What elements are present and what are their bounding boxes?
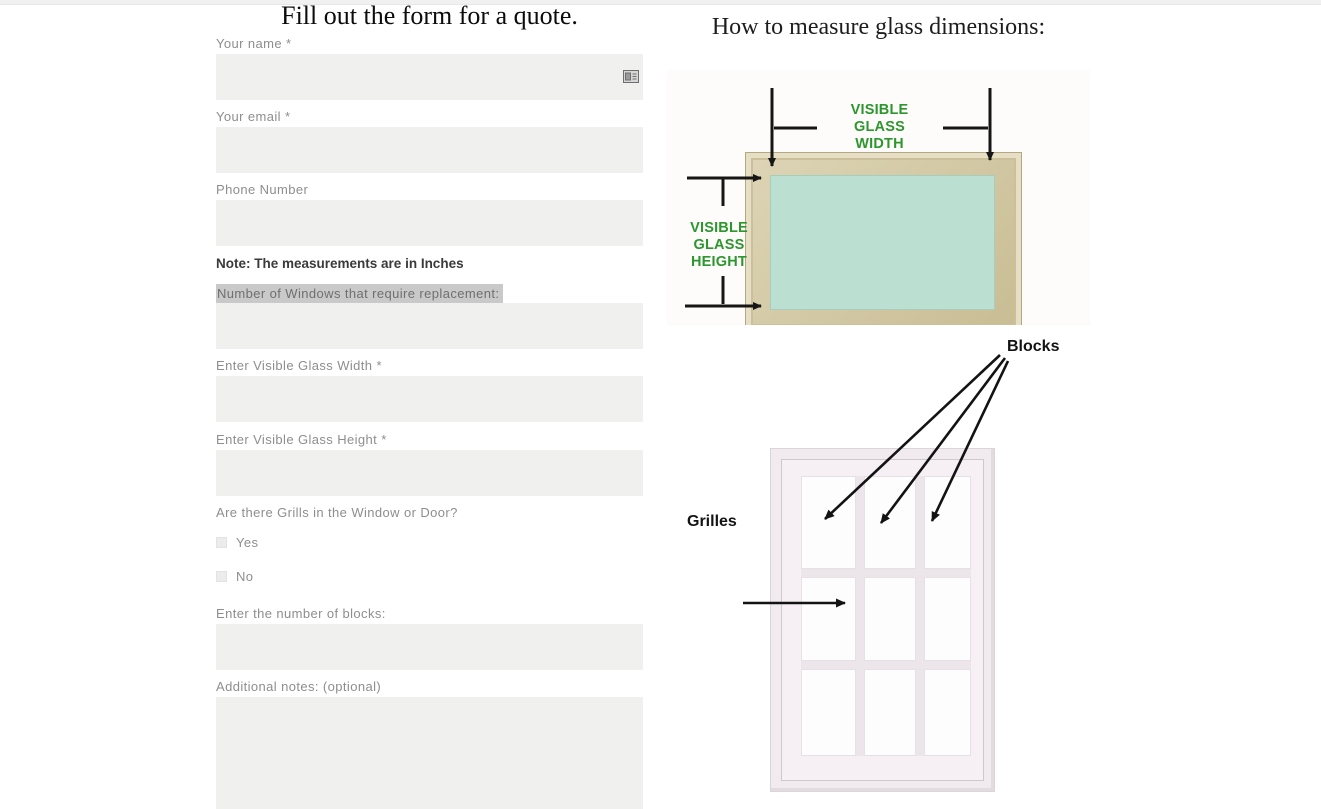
grille-window-frame (770, 448, 995, 792)
window-pane (801, 577, 856, 661)
grills-no-checkbox[interactable] (216, 571, 227, 582)
window-pane (924, 577, 971, 661)
name-input-wrap (216, 54, 643, 100)
grilles-caption: Grilles (687, 513, 737, 530)
glass-height-input[interactable] (216, 450, 643, 496)
page-top-edge (0, 0, 1321, 5)
notes-textarea[interactable] (216, 697, 643, 809)
windows-count-label: Number of Windows that require replaceme… (216, 284, 504, 303)
visible-glass-height-caption: VISIBLE GLASS HEIGHT (690, 220, 748, 270)
annotation-arrows-svg (743, 354, 1010, 608)
measurement-guide: How to measure glass dimensions: (667, 0, 1100, 809)
glass-measurement-figure: VISIBLE GLASS WIDTH VISIBLE GLASS HEIGHT (667, 70, 1090, 362)
visible-glass-width-caption: VISIBLE GLASS WIDTH (850, 102, 909, 152)
blocks-count-label: Enter the number of blocks: (216, 606, 386, 621)
grilles-blocks-figure: Blocks Grilles (667, 325, 1100, 809)
autofill-contact-icon[interactable] (623, 70, 639, 83)
window-pane (864, 669, 916, 756)
guide-title: How to measure glass dimensions: (711, 14, 1046, 40)
grills-no-row: No (216, 569, 253, 584)
windows-count-input[interactable] (216, 303, 643, 349)
form-title: Fill out the form for a quote. (281, 1, 578, 30)
glass-width-label: Enter Visible Glass Width * (216, 358, 382, 373)
glass-width-input[interactable] (216, 376, 643, 422)
window-pane (801, 476, 856, 569)
window-pane (924, 669, 971, 756)
grills-no-label: No (236, 569, 254, 584)
blocks-count-input[interactable] (216, 624, 643, 670)
notes-label: Additional notes: (optional) (216, 679, 382, 694)
email-label: Your email * (216, 109, 291, 124)
window-pane (801, 669, 856, 756)
phone-input[interactable] (216, 200, 643, 246)
window-frame (745, 152, 1022, 332)
email-input[interactable] (216, 127, 643, 173)
grille-grid (801, 476, 971, 756)
glass-pane (770, 175, 995, 310)
grills-yes-row: Yes (216, 535, 258, 550)
grills-question-label: Are there Grills in the Window or Door? (216, 505, 458, 520)
phone-label: Phone Number (216, 182, 309, 197)
measurements-note: Note: The measurements are in Inches (216, 256, 464, 271)
grills-yes-checkbox[interactable] (216, 537, 227, 548)
name-label: Your name * (216, 36, 292, 51)
window-pane (864, 577, 916, 661)
glass-height-label: Enter Visible Glass Height * (216, 432, 387, 447)
grills-yes-label: Yes (236, 535, 259, 550)
blocks-caption: Blocks (1007, 338, 1060, 355)
window-pane (924, 476, 971, 569)
measurement-arrows-svg (685, 88, 994, 310)
quote-form: Fill out the form for a quote. Your name… (216, 0, 643, 809)
name-input[interactable] (216, 54, 643, 100)
